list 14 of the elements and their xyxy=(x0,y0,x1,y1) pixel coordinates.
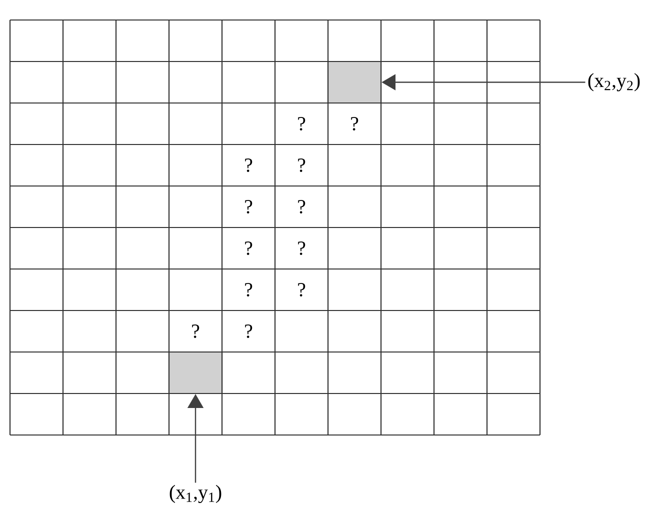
question-mark: ? xyxy=(298,242,306,255)
question-mark: ? xyxy=(245,283,252,296)
coordinate-label: (x$_{1}$,y$_{1}$) xyxy=(170,484,222,504)
question-mark: ? xyxy=(298,200,306,214)
question-mark: ? xyxy=(298,117,306,130)
shaded-cell xyxy=(327,60,382,104)
question-mark: ? xyxy=(298,158,306,172)
question-mark: ? xyxy=(298,283,306,296)
shaded-cell xyxy=(168,351,223,394)
question-mark: ? xyxy=(245,242,252,255)
question-mark: ? xyxy=(245,324,252,338)
coordinate-label: (x$_{2}$,y$_{2}$) xyxy=(588,73,640,92)
question-mark: ? xyxy=(245,200,252,214)
question-mark: ? xyxy=(245,158,252,172)
